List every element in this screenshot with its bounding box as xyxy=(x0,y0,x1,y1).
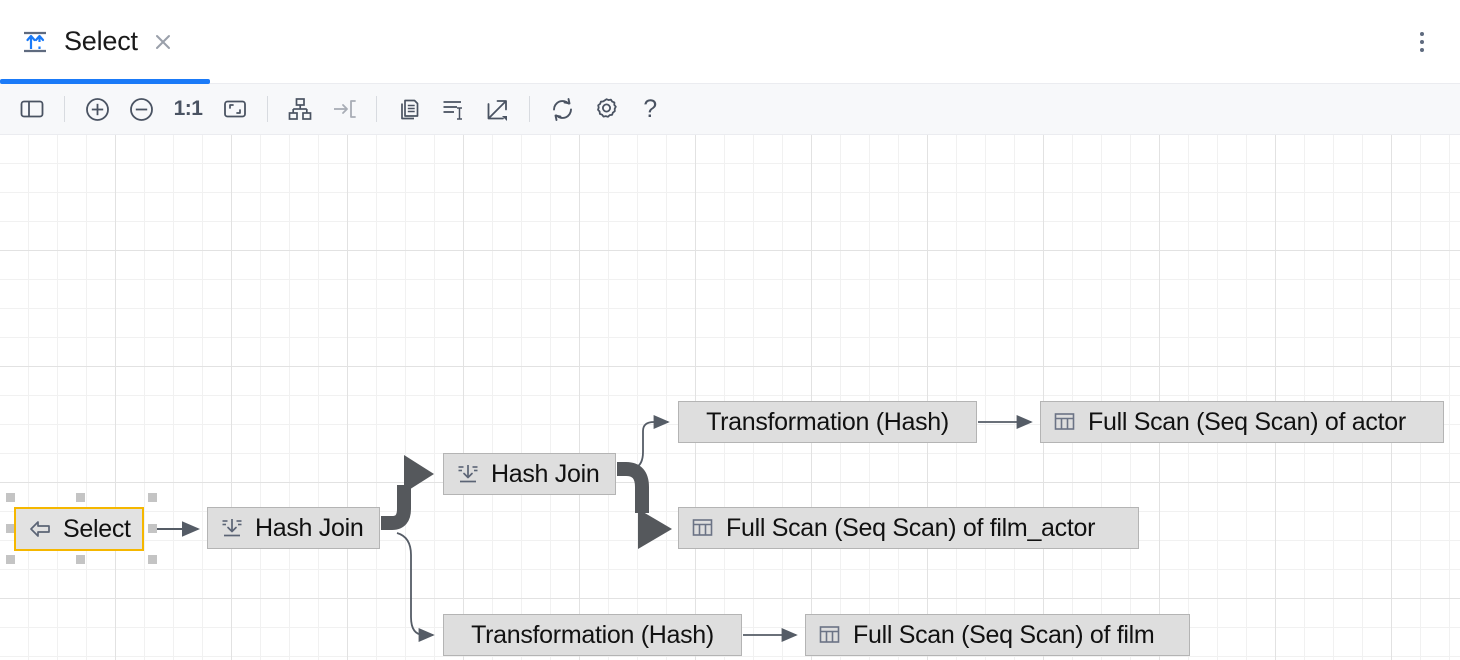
toolbar-separator xyxy=(376,96,377,122)
select-plan-icon xyxy=(20,27,50,57)
help-button[interactable]: ? xyxy=(628,89,672,129)
node-label: Hash Join xyxy=(491,459,600,488)
tab-select[interactable]: Select xyxy=(0,0,210,84)
toggle-sidebar-button[interactable] xyxy=(10,89,54,129)
edge-hashjoin2-to-scanfilmactor xyxy=(617,462,672,549)
toolbar-separator xyxy=(267,96,268,122)
fit-screen-icon xyxy=(224,100,246,118)
minus-circle-icon xyxy=(129,97,153,121)
node-transformation-hash-top[interactable]: Transformation (Hash) xyxy=(678,401,977,443)
diagram-toolbar: 1:1 xyxy=(0,84,1460,135)
node-full-scan-actor[interactable]: Full Scan (Seq Scan) of actor xyxy=(1040,401,1444,443)
node-label: Full Scan (Seq Scan) of actor xyxy=(1088,407,1406,436)
toolbar-separator xyxy=(64,96,65,122)
question-mark-icon: ? xyxy=(643,94,657,123)
zoom-level-label: 1:1 xyxy=(173,97,203,120)
collapse-nodes-button[interactable] xyxy=(322,89,366,129)
node-label: Select xyxy=(63,514,131,543)
handle-top-right[interactable] xyxy=(148,493,157,502)
handle-bottom-center[interactable] xyxy=(76,555,85,564)
hash-join-icon xyxy=(220,516,244,540)
node-label: Transformation (Hash) xyxy=(471,620,714,649)
dot xyxy=(1420,39,1424,44)
handle-bottom-left[interactable] xyxy=(6,555,15,564)
node-select[interactable]: Select xyxy=(14,507,144,551)
export-arrow-icon xyxy=(487,99,507,121)
refresh-button[interactable] xyxy=(540,89,584,129)
table-icon xyxy=(1053,410,1077,434)
copy-diagram-button[interactable] xyxy=(387,89,431,129)
text-cursor-lines-icon xyxy=(443,101,462,120)
gear-icon xyxy=(596,97,617,118)
tab-bar: Select xyxy=(0,0,1460,84)
edge-hashjoin2-to-transform1 xyxy=(628,414,670,470)
handle-middle-left[interactable] xyxy=(6,524,15,533)
edit-text-button[interactable] xyxy=(431,89,475,129)
dot xyxy=(1420,47,1424,52)
edge-hashjoin1-to-hashjoin2 xyxy=(381,455,434,530)
zoom-out-button[interactable] xyxy=(119,89,163,129)
node-hash-join-1[interactable]: Hash Join xyxy=(207,507,380,549)
layout-hierarchy-button[interactable] xyxy=(278,89,322,129)
node-label: Hash Join xyxy=(255,513,364,542)
node-full-scan-film-actor[interactable]: Full Scan (Seq Scan) of film_actor xyxy=(678,507,1139,549)
handle-top-center[interactable] xyxy=(76,493,85,502)
node-label: Full Scan (Seq Scan) of film_actor xyxy=(726,513,1096,542)
handle-top-left[interactable] xyxy=(6,493,15,502)
handle-middle-right[interactable] xyxy=(148,524,157,533)
copy-pages-icon xyxy=(401,99,419,120)
dot xyxy=(1420,31,1424,36)
refresh-circular-icon xyxy=(552,97,572,121)
edge-hashjoin1-to-transform2 xyxy=(396,532,435,643)
more-options-button[interactable] xyxy=(1410,30,1434,54)
handle-bottom-right[interactable] xyxy=(148,555,157,564)
hierarchy-icon xyxy=(288,98,312,120)
left-arrow-icon xyxy=(28,517,52,541)
node-hash-join-2[interactable]: Hash Join xyxy=(443,453,616,495)
arrow-into-bracket-icon xyxy=(333,100,356,118)
hash-join-icon xyxy=(456,462,480,486)
active-tab-indicator xyxy=(0,78,210,84)
table-icon xyxy=(691,516,715,540)
fit-content-button[interactable] xyxy=(213,89,257,129)
actual-size-button[interactable]: 1:1 xyxy=(163,89,213,129)
node-full-scan-film[interactable]: Full Scan (Seq Scan) of film xyxy=(805,614,1190,656)
diagram-edges xyxy=(148,414,1033,643)
tab-title: Select xyxy=(64,26,138,56)
zoom-in-button[interactable] xyxy=(75,89,119,129)
panel-left-icon xyxy=(20,100,44,118)
plus-circle-icon xyxy=(85,97,109,121)
toolbar-separator xyxy=(529,96,530,122)
export-diagram-button[interactable] xyxy=(475,89,519,129)
node-transformation-hash-bottom[interactable]: Transformation (Hash) xyxy=(443,614,742,656)
node-label: Full Scan (Seq Scan) of film xyxy=(853,620,1155,649)
diagram-canvas[interactable]: Select Hash Join xyxy=(0,135,1460,660)
settings-button[interactable] xyxy=(584,89,628,129)
close-icon[interactable] xyxy=(152,31,174,53)
table-icon xyxy=(818,623,842,647)
node-label: Transformation (Hash) xyxy=(706,407,949,436)
